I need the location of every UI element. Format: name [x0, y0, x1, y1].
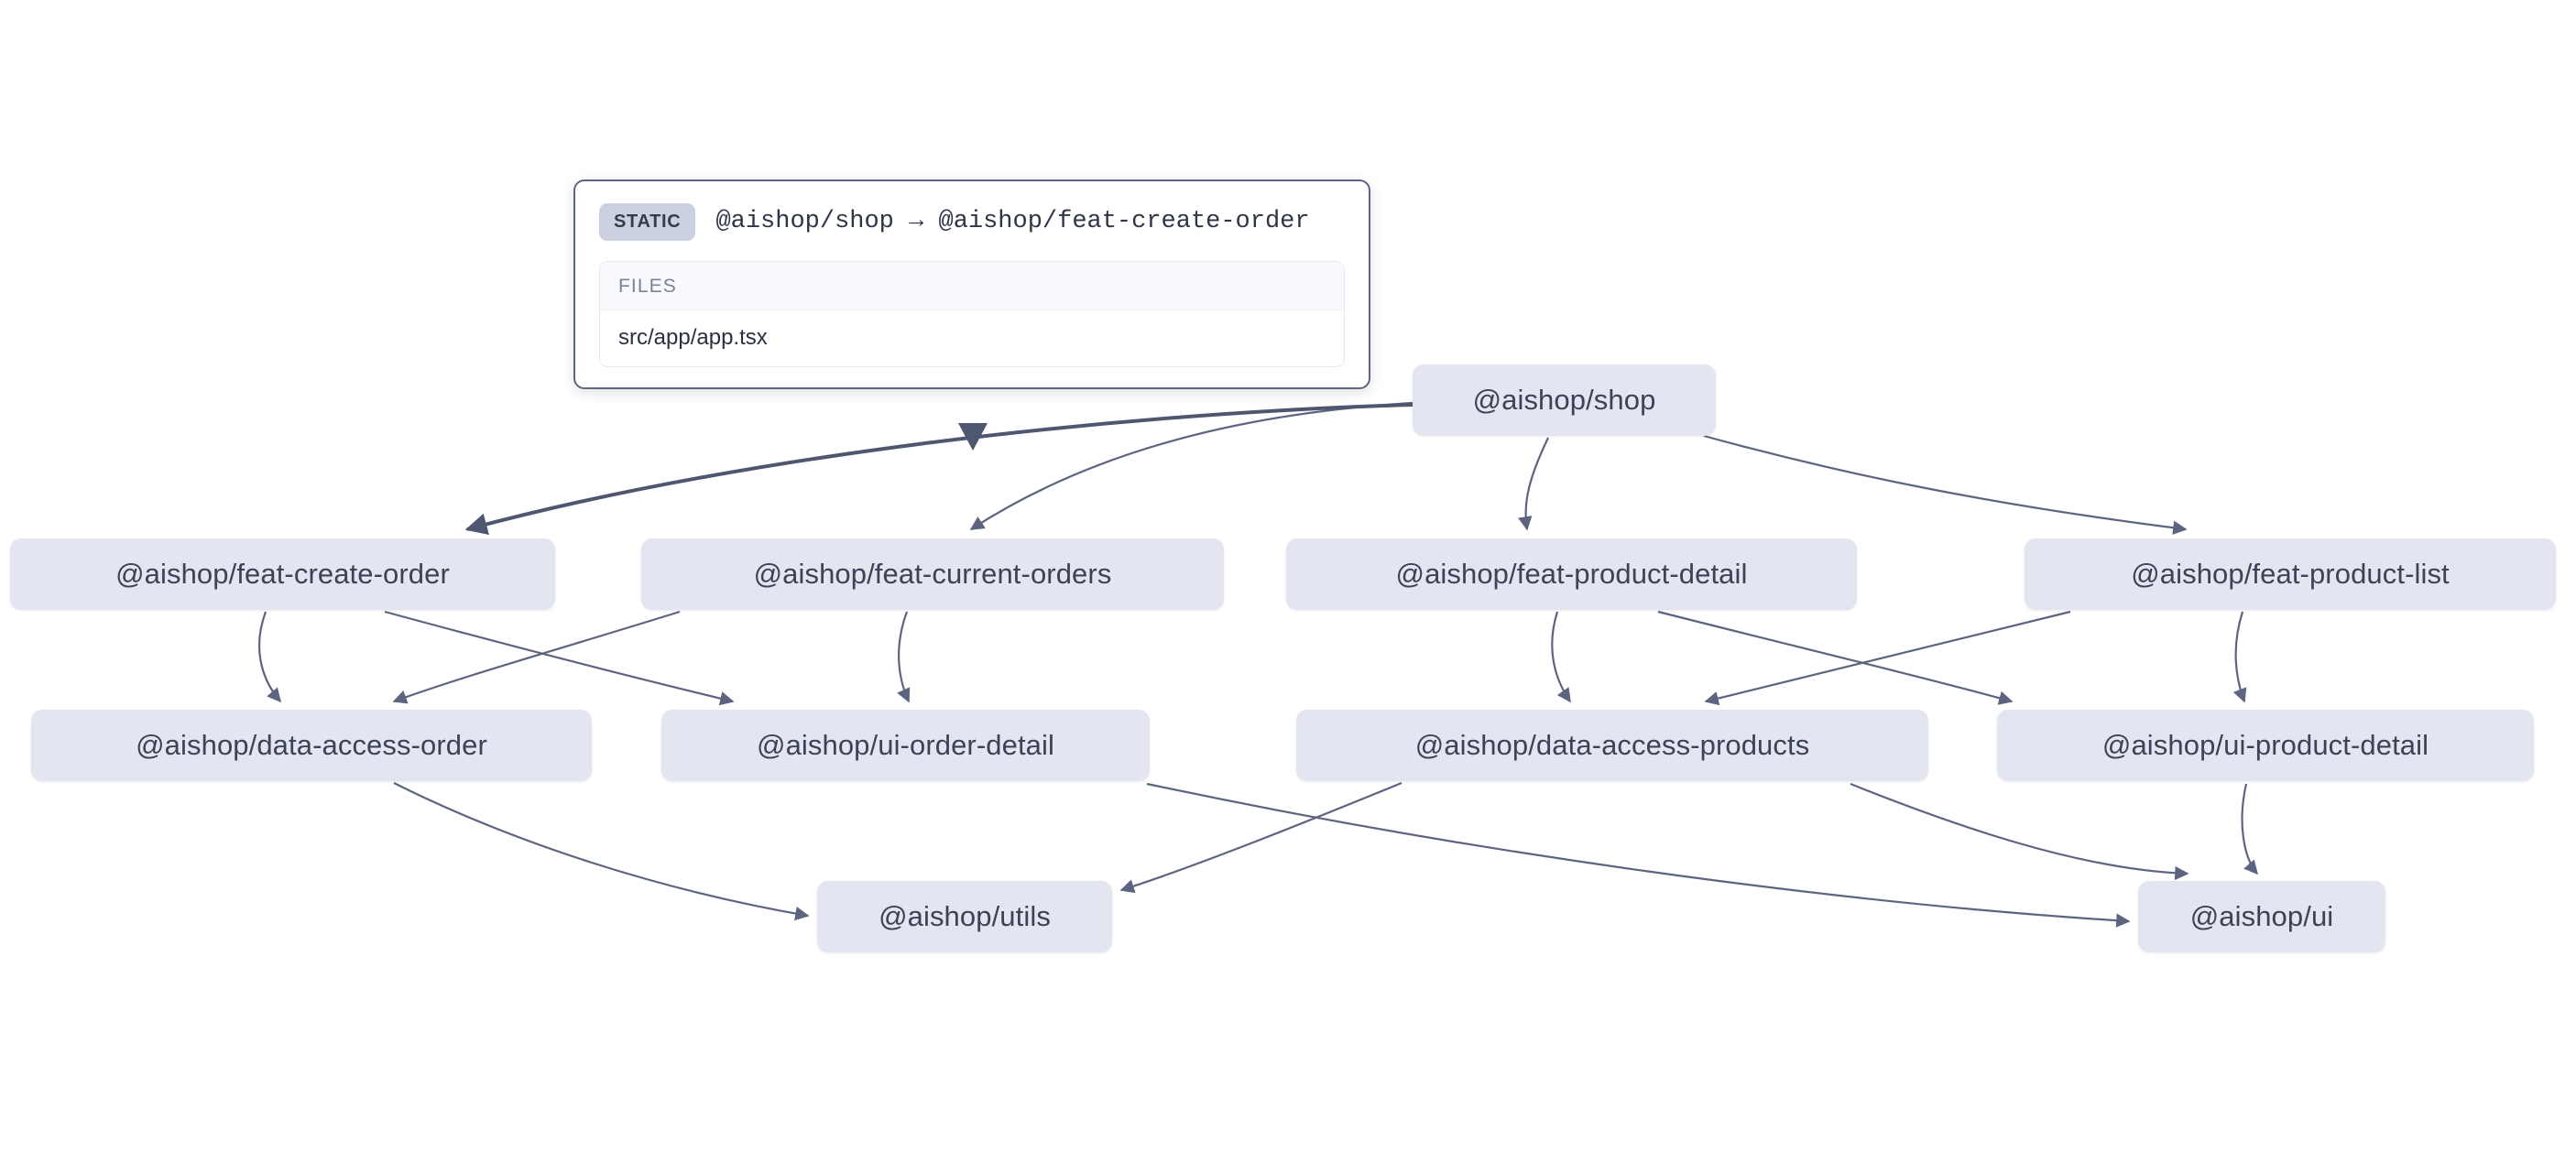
edge-tooltip-card[interactable]: STATIC @aishop/shop → @aishop/feat-creat… [573, 179, 1370, 389]
node-label: @aishop/feat-create-order [115, 557, 450, 590]
node-ui-product-detail[interactable]: @aishop/ui-product-detail [1997, 710, 2534, 781]
node-label: @aishop/feat-product-list [2131, 557, 2450, 590]
node-label: @aishop/feat-current-orders [753, 557, 1112, 590]
tooltip-title: @aishop/shop → @aishop/feat-create-order [715, 208, 1310, 235]
node-feat-product-detail[interactable]: @aishop/feat-product-detail [1286, 538, 1857, 610]
edge-feat-product-list-to-ui-product-detail [2232, 611, 2247, 703]
edge-feat-create-order-to-ui-order-detail [384, 610, 735, 706]
edge-ui-order-detail-to-ui [1146, 782, 2131, 928]
tooltip-header: STATIC @aishop/shop → @aishop/feat-creat… [599, 203, 1345, 241]
node-label: @aishop/shop [1472, 383, 1656, 416]
node-feat-create-order[interactable]: @aishop/feat-create-order [10, 538, 555, 610]
edge-ui-product-detail-to-ui [2241, 783, 2259, 875]
node-feat-product-list[interactable]: @aishop/feat-product-list [2025, 538, 2556, 610]
node-data-access-order[interactable]: @aishop/data-access-order [31, 710, 592, 781]
node-label: @aishop/feat-product-detail [1395, 557, 1748, 590]
node-ui[interactable]: @aishop/ui [2138, 881, 2385, 952]
edge-feat-current-orders-to-data-access-order [392, 610, 681, 704]
files-section-header: FILES [600, 262, 1344, 310]
tooltip-files-panel: FILES src/app/app.tsx [599, 261, 1345, 367]
edge-feat-product-detail-to-ui-product-detail [1657, 610, 2014, 705]
edge-feat-create-order-to-data-access-order [257, 611, 281, 703]
edge-shop-to-feat-current-orders [969, 401, 1414, 530]
node-label: @aishop/utils [879, 899, 1051, 932]
node-label: @aishop/ui-product-detail [2101, 728, 2429, 761]
node-data-access-products[interactable]: @aishop/data-access-products [1296, 710, 1928, 781]
edge-data-access-products-to-ui [1850, 782, 2189, 881]
status-badge: STATIC [599, 203, 696, 241]
edge-feat-product-list-to-data-access-products [1704, 610, 2071, 706]
tooltip-pointer-arrow [958, 423, 988, 451]
node-ui-order-detail[interactable]: @aishop/ui-order-detail [661, 710, 1150, 781]
node-utils[interactable]: @aishop/utils [817, 881, 1112, 952]
node-label: @aishop/ui-order-detail [757, 728, 1054, 761]
file-list-item[interactable]: src/app/app.tsx [618, 325, 768, 350]
edge-shop-to-feat-product-detail [1518, 437, 1549, 531]
node-label: @aishop/data-access-order [136, 728, 487, 761]
edge-shop-to-feat-create-order [464, 403, 1414, 535]
edge-data-access-products-to-utils [1119, 781, 1403, 894]
edge-feat-product-detail-to-data-access-products [1551, 611, 1571, 703]
node-shop[interactable]: @aishop/shop [1413, 364, 1716, 436]
node-label: @aishop/data-access-products [1414, 728, 1810, 761]
edge-feat-current-orders-to-ui-order-detail [897, 611, 911, 703]
edge-data-access-order-to-utils [393, 782, 810, 921]
edge-shop-to-feat-product-list [1703, 434, 2188, 535]
node-feat-current-orders[interactable]: @aishop/feat-current-orders [641, 538, 1224, 610]
node-label: @aishop/ui [2189, 899, 2334, 932]
